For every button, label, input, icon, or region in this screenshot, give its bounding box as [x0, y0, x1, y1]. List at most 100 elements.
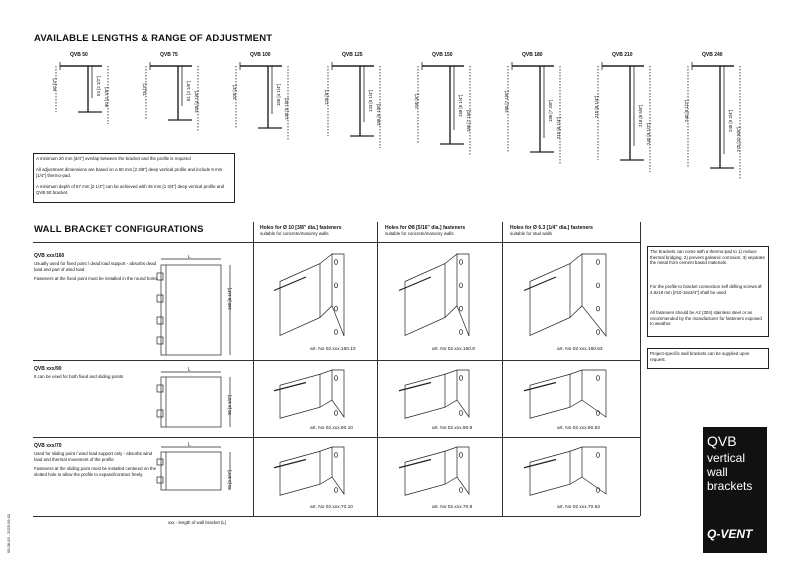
dim-160: 160 [6 1/4"]: [227, 287, 232, 310]
brand-l1: vertical: [707, 451, 746, 465]
row-text1-90: It can be used for both fixed and slidin…: [34, 374, 124, 379]
svg-text:L: L: [188, 367, 191, 373]
svg-text:L: L: [188, 255, 191, 260]
art-90-10: art. No 02.xxx.90.10: [310, 426, 353, 431]
section-title-configurations: WALL BRACKET CONFIGURATIONS: [34, 224, 204, 235]
art-160-63: art. No 02.xxx.160.63: [557, 347, 603, 352]
art-90-8: art. No 02.xxx.90.8: [432, 426, 473, 431]
model-dim-min: 75 [3"]: [142, 83, 147, 96]
grid-line: [33, 360, 640, 361]
brand-block: QVB vertical wall brackets Q-VENT: [703, 427, 767, 553]
model-dim-max: 155 [6 1/8"]: [376, 103, 381, 126]
model-dim-min: 210 [8 1/4"]: [594, 95, 599, 118]
model-dim-min: 50 [2"]: [52, 78, 57, 92]
model-dim-min: 100 [4"]: [232, 85, 237, 101]
model-label: QVB 125: [342, 52, 363, 58]
model-dim-max: 240 [9 1/2"]: [646, 122, 651, 146]
grid-line: [502, 222, 503, 516]
row-text1-160: Usually used for fixed point / dead load…: [34, 261, 157, 272]
column-head-63: Holes for Ø 6.3 [1/4" dia.] fasteners su…: [510, 225, 630, 237]
model-dim-max: 270 [10 5/8"]: [736, 126, 741, 152]
row-desc-70: QVB xxx/70 Used for sliding point / wind…: [34, 443, 159, 477]
model-dim-min: 125 [5"]: [324, 89, 329, 105]
model-label: QVB 75: [160, 52, 178, 58]
model-dim-mid: 158 [6 1/4"]: [458, 94, 463, 117]
row-name-160: QVB xxx/160: [34, 253, 65, 259]
bracket-iso-drawing: [523, 446, 607, 496]
model-label: QVB 180: [522, 52, 543, 58]
model-profile-drawing: [597, 62, 651, 172]
column-head-10-text: Holes for Ø 10 [3/8" dia.] fasteners: [260, 225, 342, 231]
column-head-10: Holes for Ø 10 [3/8" dia.] fasteners sui…: [260, 225, 380, 237]
plan-90: L: [156, 367, 231, 428]
model-dim-mid: 81 [3 1/8"]: [186, 81, 191, 102]
length-footnote: xxx - length of wall bracket (L): [168, 520, 227, 525]
plan-70: L: [156, 442, 231, 491]
model-label: QVB 50: [70, 52, 88, 58]
sidebar-project-box: Project-specific wall brackets can be su…: [647, 348, 769, 369]
bracket-plan-drawings: L L L: [156, 255, 231, 491]
model-dim-max: 105 [4 1/8"]: [194, 90, 199, 114]
model-dim-mid: 63 [2 1/2"]: [96, 76, 101, 96]
model-profile-drawing: [327, 62, 381, 148]
column-sub-63: suitable for stud walls: [510, 231, 552, 236]
sidebar-project-note: Project-specific wall brackets can be su…: [650, 351, 750, 362]
sidebar-note-3: All fasteners should be A2 (304) stainle…: [650, 310, 762, 327]
sidebar-note-1: The brackets can come with a thermo-pad …: [650, 249, 765, 266]
row-text2-160: Fasteners at the fixed point must be ins…: [34, 276, 159, 282]
sidebar-note-2: For the profile to bracket connection se…: [650, 284, 762, 295]
model-dim-max: 130 [5 1/8"]: [284, 97, 289, 120]
model-profile-drawing: [235, 62, 289, 140]
bracket-iso-drawing: [398, 369, 470, 419]
q-vent-logo: Q-VENT: [707, 527, 753, 541]
row-desc-160: QVB xxx/160 Usually used for fixed point…: [34, 253, 159, 282]
model-profile-drawing: [507, 62, 561, 164]
bracket-iso-drawing: [523, 253, 607, 338]
row-desc-90: QVB xxx/90 It can be used for both fixed…: [34, 366, 159, 380]
model-dim-mid: 188 [7 3/8"]: [548, 99, 553, 122]
model-label: QVB 240: [702, 52, 723, 58]
model-dim-max: 180 [7 1/8"]: [466, 110, 471, 133]
note-3: A minimum depth of 57 mm [2 1/4"] can be…: [36, 184, 225, 195]
model-dim-mid: 248 [9 3/4"]: [728, 109, 733, 133]
column-head-8-text: Holes for Ø8 [5/16" dia.] fasteners: [385, 225, 466, 231]
model-label: QVB 210: [612, 52, 633, 58]
note-2: All adjustment dimensions are based on a…: [36, 167, 223, 178]
model-dim-mid: 108 [4 1/4"]: [276, 83, 281, 107]
grid-line: [33, 437, 640, 438]
dim-90: 90 [3 1/2"]: [227, 395, 232, 415]
bracket-iso-drawing: [273, 369, 345, 419]
model-label: QVB 100: [250, 52, 271, 58]
model-profile-drawing: [687, 62, 741, 180]
grid-line: [640, 222, 641, 516]
bracket-iso-drawing: [398, 253, 470, 337]
bracket-iso-drawing: [398, 446, 470, 496]
grid-line: [33, 242, 640, 243]
art-160-8: art. No 02.xxx.160.8: [432, 347, 475, 352]
row-name-90: QVB xxx/90: [34, 366, 62, 372]
dim-70: 70 [2 3/4"]: [227, 470, 232, 490]
model-dim-min: 240 [9 1/2"]: [684, 99, 689, 123]
grid-line: [377, 222, 378, 516]
model-profile-drawing: [417, 62, 471, 156]
brand-qvb: QVB: [707, 433, 737, 449]
model-dim-mid: 133 [5 1/4"]: [368, 89, 373, 112]
brand-subtitle: vertical wall brackets: [707, 451, 752, 493]
model-dim-max: 80 [3 1/8"]: [104, 86, 109, 107]
svg-text:L: L: [188, 442, 191, 448]
row-name-70: QVB xxx/70: [34, 443, 62, 449]
row-text2-70: Fasteners at the sliding point must be i…: [34, 466, 157, 477]
model-dim-min: 150 [6"]: [414, 93, 419, 109]
section-title-lengths: AVAILABLE LENGTHS & RANGE OF ADJUSTMENT: [34, 33, 273, 44]
art-160-10: art. No 02.xxx.160.10: [310, 347, 356, 352]
note-1: A minimum 20 mm [3/4"] overlap between t…: [36, 156, 191, 161]
plan-160: L: [156, 255, 231, 356]
model-dim-mid: 218 [8 5/8"]: [638, 104, 643, 128]
model-dim-min: 180 [7 1/8"]: [504, 90, 509, 114]
art-70-8: art. No 02.xxx.70.8: [432, 505, 473, 510]
bracket-iso-drawing: [523, 369, 607, 419]
model-label: QVB 150: [432, 52, 453, 58]
row-text1-70: Used for sliding point / wind load suppo…: [34, 451, 153, 462]
model-profile-drawing: [145, 62, 199, 132]
grid-line: [33, 516, 640, 517]
